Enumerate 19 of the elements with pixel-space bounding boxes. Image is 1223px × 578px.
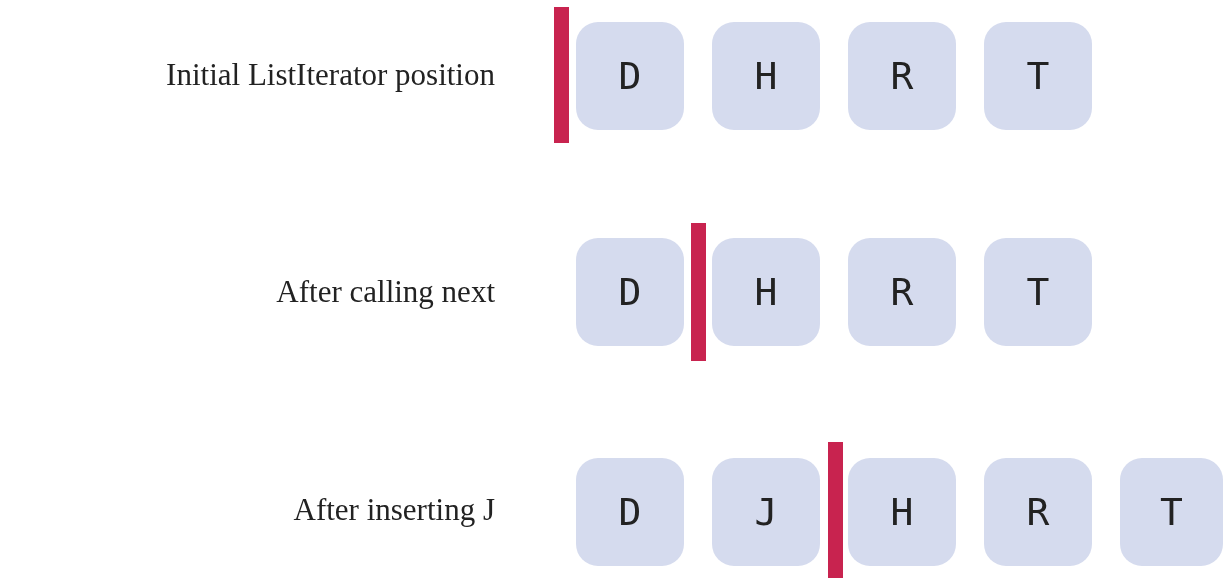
list-element: J — [712, 458, 820, 566]
list-element: T — [1120, 458, 1223, 566]
row-label: After inserting J — [292, 492, 495, 528]
list-element: H — [712, 22, 820, 130]
list-element: R — [984, 458, 1092, 566]
list-element: D — [576, 238, 684, 346]
list-element: D — [576, 458, 684, 566]
iterator-cursor — [554, 7, 569, 143]
list-element: T — [984, 238, 1092, 346]
row-label: After calling next — [275, 274, 495, 310]
row-label: Initial ListIterator position — [165, 57, 495, 93]
list-element: R — [848, 22, 956, 130]
list-element: H — [848, 458, 956, 566]
list-element: D — [576, 22, 684, 130]
list-element: T — [984, 22, 1092, 130]
iterator-cursor — [691, 223, 706, 361]
iterator-cursor — [828, 442, 843, 578]
list-element: H — [712, 238, 820, 346]
list-element: R — [848, 238, 956, 346]
